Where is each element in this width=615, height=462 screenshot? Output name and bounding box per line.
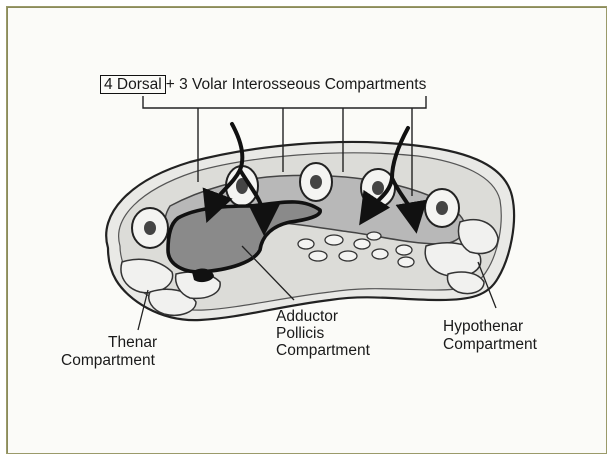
adductor-label-line2: Pollicis	[276, 325, 324, 342]
diagram-title: 4 Dorsal+ 3 Volar Interosseous Compartme…	[100, 76, 426, 93]
thenar-label-line2: Compartment	[61, 352, 155, 369]
title-volar-text: + 3 Volar Interosseous Compartments	[166, 76, 427, 93]
hypothenar-label-line1: Hypothenar	[443, 318, 523, 335]
title-boxed-dorsal: 4 Dorsal	[100, 75, 166, 94]
hypothenar-label-line2: Compartment	[443, 336, 537, 353]
adductor-label-line3: Compartment	[276, 342, 370, 359]
adductor-label-line1: Adductor	[276, 308, 338, 325]
thenar-label-line1: Thenar	[108, 334, 157, 351]
